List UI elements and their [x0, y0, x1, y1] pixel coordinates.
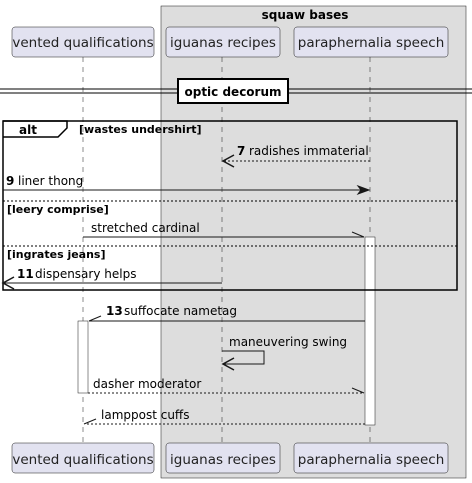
- message-stretched-cardinal[interactable]: stretched cardinal: [83, 221, 365, 238]
- message-label: lamppost cuffs: [101, 408, 189, 422]
- activation-paraphernalia-speech: [364, 236, 376, 426]
- activation-vented-qualifications: [77, 320, 89, 394]
- participant-iguanas-recipes-bottom[interactable]: iguanas recipes: [165, 442, 281, 474]
- message-maneuvering-swing[interactable]: maneuvering swing: [221, 335, 347, 371]
- alt-guard-3: [ingrates jeans]: [7, 248, 106, 261]
- participant-label: iguanas recipes: [170, 35, 276, 51]
- divider-label: optic decorum: [184, 85, 281, 99]
- message-label: stretched cardinal: [91, 221, 200, 235]
- participant-vented-qualifications-top[interactable]: vented qualifications: [11, 26, 155, 58]
- message-label: suffocate nametag: [124, 304, 237, 318]
- alt-fragment: alt [wastes undershirt] [leery comprise]…: [2, 120, 458, 291]
- message-number: 13: [106, 304, 123, 318]
- participant-label: paraphernalia speech: [298, 35, 445, 51]
- message-label: dasher moderator: [93, 377, 201, 391]
- message-radishes-immaterial[interactable]: 7 radishes immaterial: [221, 144, 370, 168]
- participant-label: paraphernalia speech: [298, 452, 445, 468]
- alt-guard-1: [wastes undershirt]: [79, 123, 202, 136]
- divider-optic-decorum: optic decorum: [0, 78, 472, 104]
- message-label: dispensary helps: [35, 267, 136, 281]
- participant-paraphernalia-speech-bottom[interactable]: paraphernalia speech: [293, 442, 449, 474]
- message-lamppost-cuffs[interactable]: lamppost cuffs: [83, 408, 365, 425]
- alt-keyword: alt: [19, 123, 37, 137]
- message-label: radishes immaterial: [249, 144, 369, 158]
- message-number: 7: [237, 144, 245, 158]
- participant-label: vented qualifications: [12, 35, 153, 51]
- message-label: liner thong: [18, 174, 83, 188]
- message-number: 9: [6, 174, 14, 188]
- alt-guard-2: [leery comprise]: [7, 203, 109, 216]
- participant-label: vented qualifications: [12, 452, 153, 468]
- message-dasher-moderator[interactable]: dasher moderator: [88, 377, 365, 394]
- message-number: 11: [17, 267, 34, 281]
- message-liner-thong[interactable]: 9 liner thong: [3, 174, 371, 196]
- box-title: squaw bases: [262, 8, 349, 22]
- message-suffocate-nametag[interactable]: 13 suffocate nametag: [88, 304, 365, 322]
- participant-label: iguanas recipes: [170, 452, 276, 468]
- message-label: maneuvering swing: [229, 335, 347, 349]
- participant-vented-qualifications-bottom[interactable]: vented qualifications: [11, 442, 155, 474]
- participant-iguanas-recipes-top[interactable]: iguanas recipes: [165, 26, 281, 58]
- participant-paraphernalia-speech-top[interactable]: paraphernalia speech: [293, 26, 449, 58]
- message-dispensary-helps[interactable]: 11 dispensary helps: [1, 267, 222, 290]
- box-squaw-bases: [160, 5, 467, 479]
